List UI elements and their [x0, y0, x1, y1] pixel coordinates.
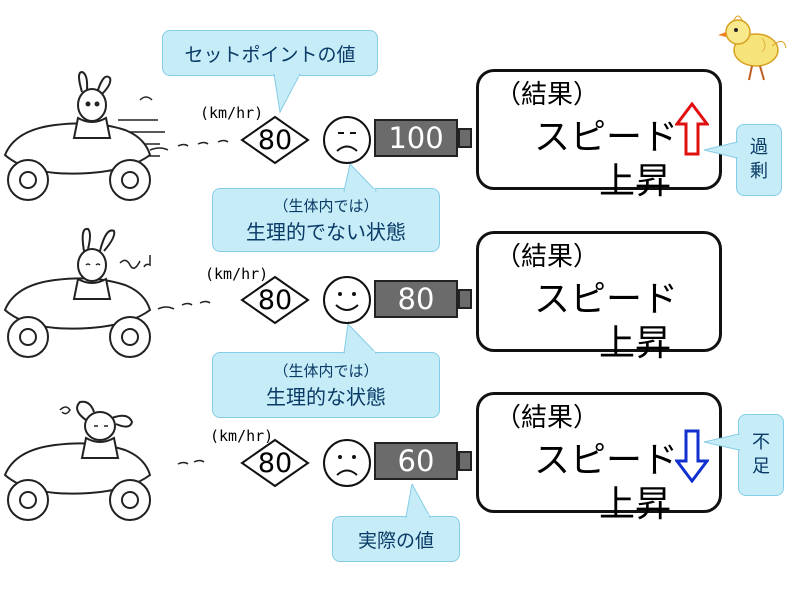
normal-callout-line1: （生体内では）: [273, 362, 379, 380]
result-line1: スピード: [534, 440, 679, 481]
callout-tail: [343, 324, 378, 354]
excess-callout: 過 剰: [736, 124, 782, 196]
setpoint-value: 80: [257, 124, 293, 156]
result-title: （結果）: [495, 242, 600, 272]
setpoint-callout-text: セットポイントの値: [184, 43, 356, 66]
setpoint-callout: セットポイントの値: [162, 30, 378, 76]
excess-char-1: 過: [750, 137, 768, 158]
shortage-callout: 不 足: [738, 414, 784, 496]
abnormal-state-callout: （生体内では） 生理的でない状態: [212, 188, 440, 252]
actual-speed-value: 80: [374, 280, 458, 318]
speed-unit-label: (km/hr): [200, 104, 264, 122]
shortage-char-2: 足: [752, 456, 770, 477]
result-box: （結果） スピード 上昇: [476, 231, 722, 364]
speed-unit-label: (km/hr): [205, 265, 269, 283]
arrow-up-icon: [674, 101, 710, 160]
rabbit-car-slow-icon: [0, 390, 240, 530]
result-line1: スピード: [534, 117, 679, 158]
callout-tail: [704, 433, 740, 451]
actual-speed-meter: 60: [374, 442, 474, 482]
meter-connector: [458, 451, 472, 471]
normal-callout-line2: 生理的な状態: [266, 385, 386, 409]
excess-char-2: 剰: [750, 161, 768, 182]
arrow-down-icon: [674, 429, 710, 487]
callout-tail: [405, 484, 431, 518]
rabbit-car-normal-icon: [0, 225, 240, 370]
speed-unit-label: (km/hr): [210, 427, 274, 445]
actual-speed-value: 60: [374, 442, 458, 480]
actual-speed-meter: 100: [374, 119, 474, 159]
setpoint-sign: 80: [240, 438, 310, 488]
result-line2: 上昇: [599, 484, 672, 525]
result-title: （結果）: [495, 403, 600, 433]
result-line2: 上昇: [599, 323, 672, 364]
meter-connector: [458, 128, 472, 148]
result-line1: スピード: [534, 279, 679, 320]
setpoint-value: 80: [257, 447, 293, 479]
abnormal-callout-line1: （生体内では）: [273, 197, 379, 215]
callout-tail: [704, 141, 738, 159]
abnormal-callout-line2: 生理的でない状態: [246, 220, 406, 244]
result-box: （結果） スピード 上昇: [476, 69, 722, 202]
setpoint-sign: 80: [240, 275, 310, 325]
shortage-char-1: 不: [752, 432, 770, 453]
rabbit-car-fast-icon: [0, 70, 240, 205]
actual-speed-meter: 80: [374, 280, 474, 320]
result-box: （結果） スピード 上昇: [476, 392, 722, 525]
callout-tail: [273, 74, 301, 114]
actual-callout-text: 実際の値: [357, 529, 434, 552]
normal-state-callout: （生体内では） 生理的な状態: [212, 352, 440, 418]
actual-value-callout: 実際の値: [332, 516, 460, 562]
chick-icon: [712, 8, 792, 88]
setpoint-value: 80: [257, 284, 293, 316]
happy-face-icon: [322, 275, 372, 325]
result-title: （結果）: [495, 80, 600, 110]
sad-face-icon: [322, 115, 372, 165]
sad-face-icon: [322, 438, 372, 488]
actual-speed-value: 100: [374, 119, 458, 157]
setpoint-sign: 80: [240, 115, 310, 165]
meter-connector: [458, 289, 472, 309]
result-line2: 上昇: [599, 161, 672, 202]
callout-tail: [343, 164, 378, 192]
